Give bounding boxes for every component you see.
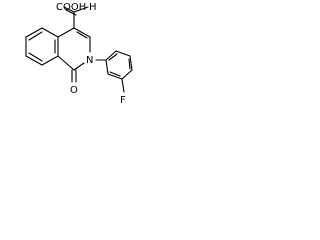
bond-skeleton	[25, 6, 133, 93]
carbonyl-oxygen-label: O	[70, 85, 78, 96]
molecule-drawing: COOH H N O F	[0, 0, 143, 111]
nitrogen-label: N	[86, 55, 93, 66]
fluorine-label: F	[120, 95, 126, 106]
hydroxyl-hydrogen-label: H	[89, 2, 97, 13]
carboxyl-label: COOH	[56, 2, 86, 13]
structure-svg: COOH H N O F	[25, 2, 133, 106]
